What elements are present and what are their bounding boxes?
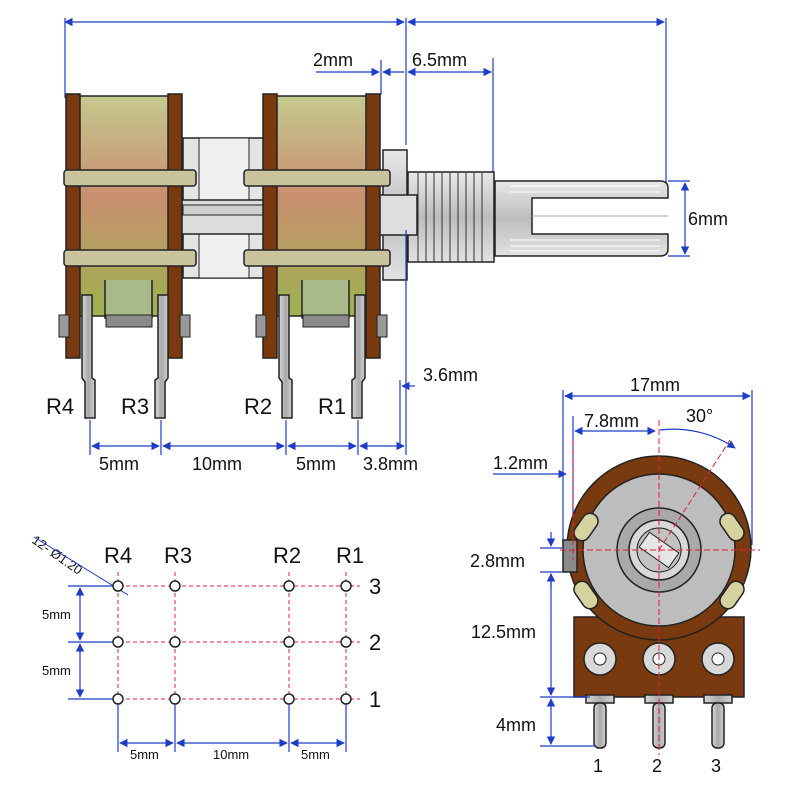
- fp-hdim-2: 10mm: [213, 747, 249, 762]
- fp-hdim-3: 5mm: [301, 747, 330, 762]
- dim-4mm: 4mm: [496, 715, 536, 735]
- fp-vdim-2: 5mm: [42, 663, 71, 678]
- pin-label-r2: R2: [244, 394, 272, 419]
- footprint-holes: [112, 580, 352, 705]
- fp-col-r1: R1: [336, 543, 364, 568]
- front-view: 17mm 7.8mm 30° 1.2mm: [470, 375, 760, 776]
- fp-hdim-1: 5mm: [130, 747, 159, 762]
- fp-row-1: 1: [369, 687, 381, 712]
- front-body: [562, 455, 752, 698]
- pin-label-r4: R4: [46, 394, 74, 419]
- threaded-bushing: [407, 171, 495, 263]
- dim-30deg: 30°: [686, 406, 713, 426]
- dim-5mm-b: 5mm: [296, 454, 336, 474]
- pot-body-right: [243, 93, 391, 359]
- dim-10mm: 10mm: [192, 454, 242, 474]
- front-pin-1: 1: [593, 756, 603, 776]
- dim-1-2mm: 1.2mm: [493, 453, 548, 473]
- front-pin-2: 2: [652, 756, 662, 776]
- dim-17mm: 17mm: [630, 375, 680, 395]
- pin-label-r1: R1: [318, 394, 346, 419]
- pcb-footprint: 12- Ø1.20 R4 R3 R2 R1 3 2 1: [29, 532, 381, 762]
- dim-2-8mm: 2.8mm: [470, 551, 525, 571]
- front-pin-3: 3: [711, 756, 721, 776]
- dim-2mm: 2mm: [313, 50, 353, 70]
- dim-3-6mm: 3.6mm: [423, 365, 478, 385]
- dim-7-8mm: 7.8mm: [584, 411, 639, 431]
- side-view: 2mm 6.5mm 6mm: [46, 17, 728, 474]
- dim-6-5mm: 6.5mm: [412, 50, 467, 70]
- side-pins: [81, 294, 366, 419]
- dim-5mm-a: 5mm: [99, 454, 139, 474]
- fp-vdim-1: 5mm: [42, 607, 71, 622]
- fp-col-r4: R4: [104, 543, 132, 568]
- pin-label-r3: R3: [121, 394, 149, 419]
- fp-col-r3: R3: [164, 543, 192, 568]
- fp-row-3: 3: [369, 574, 381, 599]
- fp-row-2: 2: [369, 630, 381, 655]
- shaft: [494, 180, 669, 257]
- dim-6mm: 6mm: [688, 209, 728, 229]
- dim-12-5mm: 12.5mm: [471, 622, 536, 642]
- fp-col-r2: R2: [273, 543, 301, 568]
- dim-3-8mm: 3.8mm: [363, 454, 418, 474]
- pot-body-left: [58, 93, 197, 359]
